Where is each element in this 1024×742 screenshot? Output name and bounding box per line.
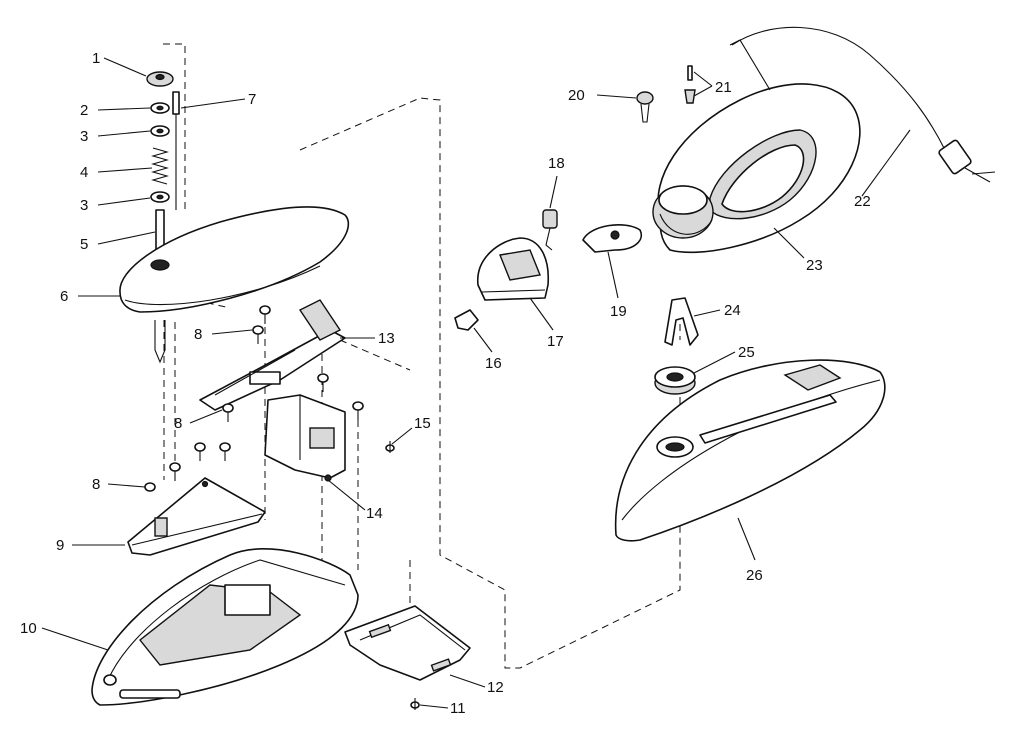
part-19-cam	[582, 224, 642, 253]
part-7-pin	[172, 91, 180, 210]
callout-22: 22	[854, 193, 871, 210]
screw-8e	[219, 442, 231, 461]
part-20-button	[636, 91, 654, 123]
screw-8c	[222, 403, 234, 422]
callout-8-b: 8	[174, 415, 182, 432]
part-9-plate	[127, 477, 266, 556]
screw-8d	[194, 442, 206, 461]
screw-8b	[252, 325, 264, 344]
callout-12: 12	[487, 679, 504, 696]
callout-19: 19	[610, 303, 627, 320]
callout-10: 10	[20, 620, 37, 637]
screw-extra-2	[352, 401, 364, 420]
callout-2: 2	[80, 102, 88, 119]
screw-8f	[169, 462, 181, 481]
part-2-washer	[150, 102, 170, 114]
callout-14: 14	[366, 505, 383, 522]
callout-5: 5	[80, 236, 88, 253]
part-26-shell	[614, 359, 886, 542]
callout-4: 4	[80, 164, 88, 181]
screw-8a	[259, 305, 271, 324]
callout-18: 18	[548, 155, 565, 172]
screw-group	[144, 305, 420, 710]
part-13-thermostat	[199, 299, 346, 411]
part-10-soleplate	[91, 548, 359, 706]
callout-7: 7	[248, 91, 256, 108]
callout-8-a: 8	[194, 326, 202, 343]
part-12-heel-rest	[344, 605, 471, 681]
screw-15	[385, 441, 395, 453]
callout-15: 15	[414, 415, 431, 432]
part-24-clip	[664, 297, 699, 346]
part-3-washer-upper	[150, 125, 170, 137]
callout-17: 17	[547, 333, 564, 350]
part-25-bushing	[654, 366, 696, 395]
callout-3-lower: 3	[80, 197, 88, 214]
part-6-top-cover	[119, 206, 350, 364]
part-14-bracket	[264, 394, 346, 482]
callout-9: 9	[56, 537, 64, 554]
part-22-power-cord	[731, 26, 996, 183]
callout-labels: 1 2 3 4 3 5 6 7 8 8 8 9 10 11 12 13 14 1…	[20, 50, 871, 717]
callout-24: 24	[724, 302, 741, 319]
part-17-dial-housing	[477, 237, 550, 301]
part-16-knob	[454, 309, 479, 331]
part-21-pins	[684, 65, 696, 104]
screw-extra-1	[317, 373, 329, 392]
callout-26: 26	[746, 567, 763, 584]
part-18-lamp	[542, 209, 558, 251]
callout-1: 1	[92, 50, 100, 67]
part-1-nut	[146, 71, 174, 87]
callout-23: 23	[806, 257, 823, 274]
screw-11	[410, 698, 420, 710]
callout-20: 20	[568, 87, 585, 104]
callout-8-c: 8	[92, 476, 100, 493]
part-4-spring	[150, 147, 170, 185]
callout-6: 6	[60, 288, 68, 305]
callout-13: 13	[378, 330, 395, 347]
part-3-washer-lower	[150, 191, 170, 203]
callout-25: 25	[738, 344, 755, 361]
part-23-handle	[652, 39, 861, 254]
callout-21: 21	[715, 79, 732, 96]
callout-16: 16	[485, 355, 502, 372]
leader-lines	[41, 57, 911, 709]
callout-11: 11	[450, 700, 466, 717]
callout-3-upper: 3	[80, 128, 88, 145]
screw-8g	[144, 482, 156, 492]
